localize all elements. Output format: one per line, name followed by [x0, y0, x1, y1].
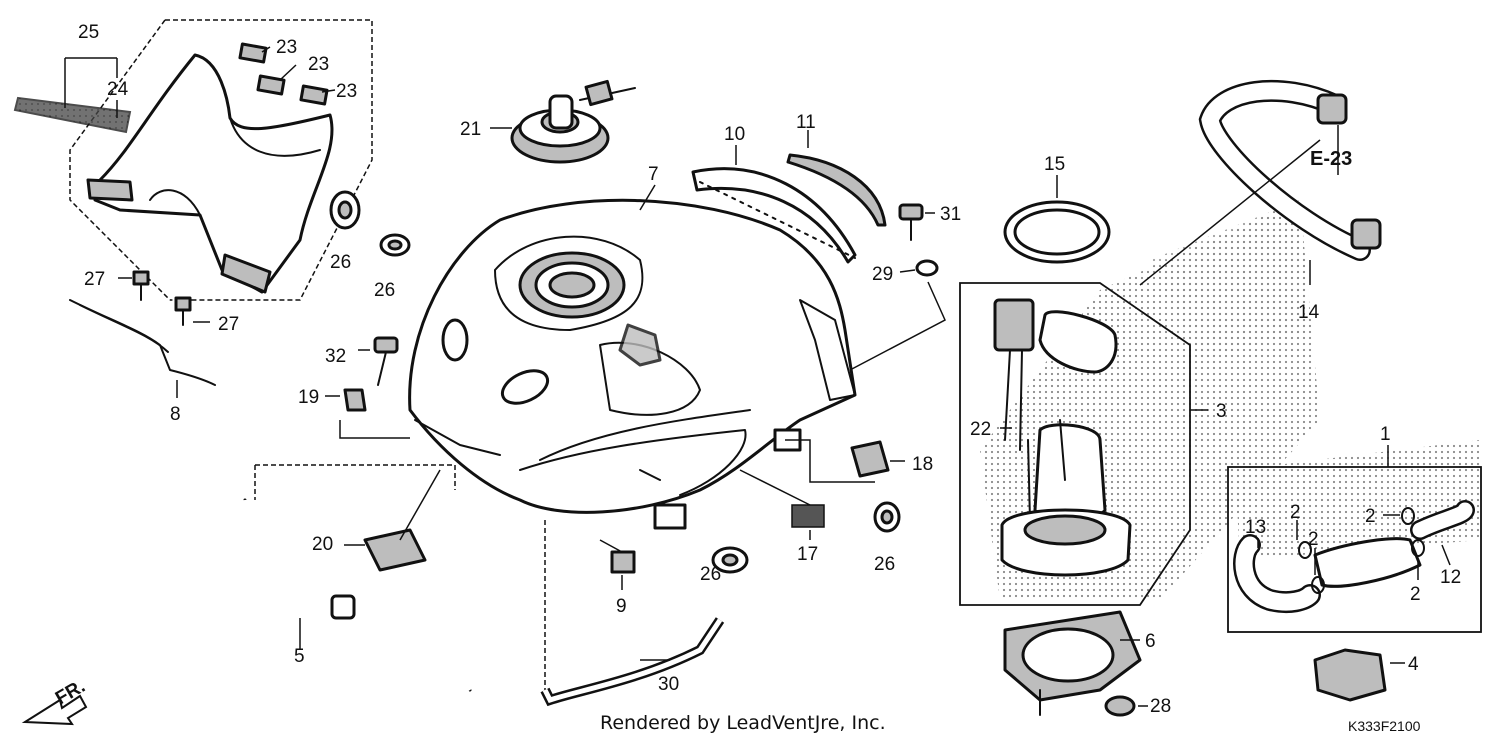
fuel-cap — [490, 79, 636, 164]
callout-8: 8 — [170, 404, 181, 425]
callout-27b: 27 — [218, 314, 239, 335]
pump-gasket-and-parts — [1003, 610, 1405, 717]
callout-19: 19 — [298, 387, 319, 408]
callout-23b: 23 — [308, 54, 329, 75]
callout-4: 4 — [1408, 654, 1419, 675]
fuel-feed-hose — [1139, 79, 1382, 360]
callout-31: 31 — [940, 204, 961, 225]
callout-15: 15 — [1044, 154, 1065, 175]
callout-20: 20 — [312, 534, 333, 555]
callout-12: 12 — [1440, 567, 1461, 588]
callout-22: 22 — [970, 419, 991, 440]
drain-hoses — [242, 464, 901, 707]
callout-2c: 2 — [1308, 529, 1319, 550]
callout-23c: 23 — [336, 81, 357, 102]
diagram-code: K333F2100 — [1348, 718, 1421, 734]
callout-7: 7 — [648, 164, 659, 185]
callout-27a: 27 — [84, 269, 105, 290]
tank-side-strips — [691, 130, 887, 264]
callout-26c: 26 — [700, 564, 721, 585]
tank-mount-hardware — [785, 203, 946, 483]
callout-9: 9 — [616, 596, 627, 617]
callout-3: 3 — [1216, 401, 1227, 422]
callout-26b: 26 — [374, 280, 395, 301]
callout-11: 11 — [796, 112, 816, 133]
left-small-parts — [69, 190, 441, 572]
callout-23a: 23 — [276, 37, 297, 58]
pump-seal-ring — [1003, 175, 1111, 264]
front-direction-arrow — [21, 694, 88, 726]
callout-5: 5 — [294, 646, 305, 667]
callout-2d: 2 — [1410, 584, 1421, 605]
callout-28: 28 — [1150, 696, 1171, 717]
reference-e23: E-23 — [1310, 148, 1352, 170]
callout-24: 24 — [107, 79, 129, 100]
callout-14: 14 — [1298, 302, 1320, 323]
callout-1: 1 — [1380, 424, 1391, 445]
callout-18: 18 — [912, 454, 933, 475]
callout-29: 29 — [872, 264, 893, 285]
callout-21: 21 — [460, 119, 481, 140]
front-cover-group — [13, 19, 373, 301]
callout-25: 25 — [78, 22, 99, 43]
callout-17: 17 — [797, 544, 818, 565]
callout-2b: 2 — [1365, 506, 1376, 527]
callout-30: 30 — [658, 674, 679, 695]
callout-labels: 25 24 23 23 23 21 10 11 7 15 E-23 31 29 … — [52, 22, 1461, 717]
callout-2a: 2 — [1290, 502, 1301, 523]
callout-26a: 26 — [330, 252, 351, 273]
callout-10: 10 — [724, 124, 745, 145]
fuel-filter-assembly — [1227, 440, 1482, 633]
callout-6: 6 — [1145, 631, 1156, 652]
callout-13: 13 — [1245, 517, 1266, 538]
fuel-tank — [408, 184, 857, 530]
rendered-by-footer: Rendered by LeadVentJre, Inc. — [600, 712, 886, 734]
callout-26d: 26 — [874, 554, 895, 575]
callout-32: 32 — [325, 346, 346, 367]
